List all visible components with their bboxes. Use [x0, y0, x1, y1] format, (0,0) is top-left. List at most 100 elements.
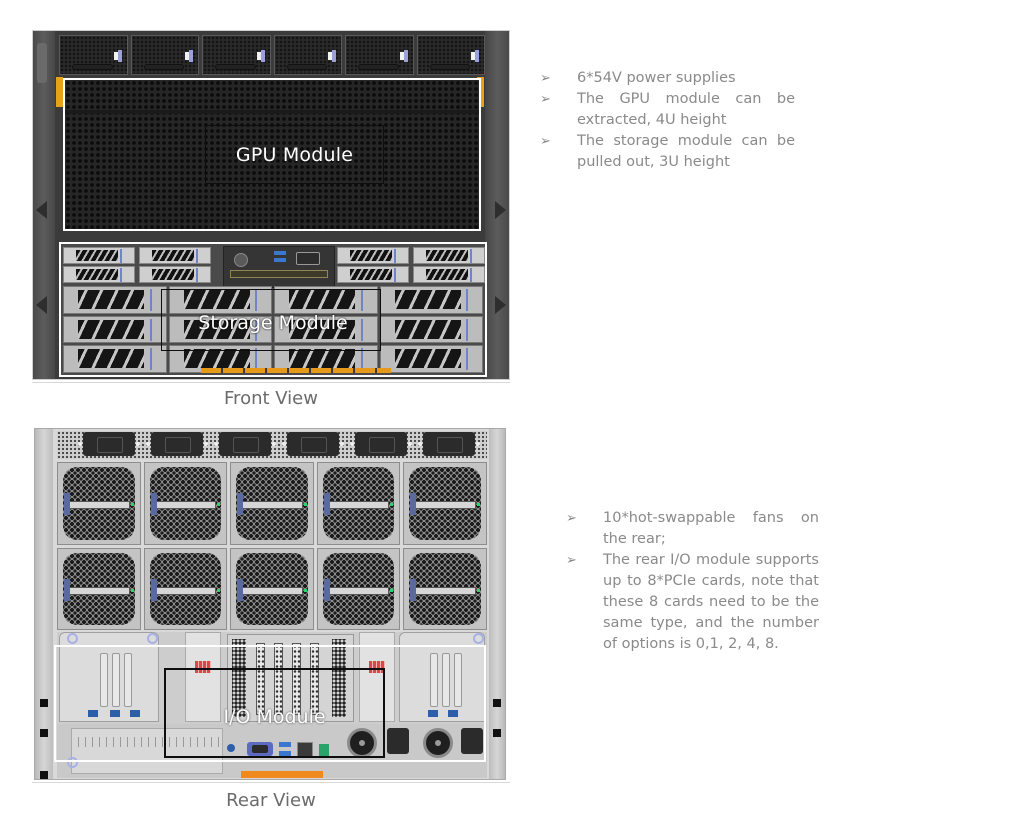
fan-led-icon	[303, 503, 307, 506]
ac-inlet-row	[57, 431, 487, 459]
thumbscrew-icon	[147, 633, 158, 644]
small-drive-bays	[63, 246, 485, 288]
caution-strip	[201, 368, 391, 373]
riser-cage-right	[399, 632, 485, 722]
uid-button-icon	[227, 744, 235, 752]
ac-inlet-icon	[214, 432, 271, 456]
vga-port-icon	[247, 742, 273, 756]
power-supply	[202, 35, 271, 75]
ac-inlet-icon	[418, 432, 475, 456]
caution-strip	[241, 771, 323, 778]
pcie-card	[256, 643, 265, 715]
usb-port-icon	[274, 258, 286, 262]
fan-module	[230, 462, 314, 545]
gpu-module-label: GPU Module	[235, 143, 354, 166]
front-view-image: GPU Module	[32, 30, 510, 380]
fan-module	[143, 462, 228, 545]
io-module-label: I/O Module	[223, 706, 326, 728]
power-button-icon	[234, 253, 248, 267]
vga-port-icon	[296, 252, 320, 265]
arrow-bullet-icon: ➢	[540, 134, 551, 149]
pcie-slot-bay	[227, 634, 354, 722]
right-rack-ear	[489, 429, 505, 779]
storage-module	[59, 242, 487, 377]
pcie-card	[292, 643, 301, 715]
ac-inlet-icon	[78, 432, 135, 456]
thumbscrew-icon	[473, 633, 484, 644]
ocp-card	[71, 728, 223, 774]
warning-label	[359, 632, 395, 722]
arrow-bullet-icon: ➢	[566, 553, 577, 568]
thumbscrew-icon	[67, 757, 78, 768]
list-item: ➢10*hot-swappable fans on the rear;	[566, 510, 819, 547]
power-supply	[416, 35, 485, 75]
triangle-icon	[36, 201, 47, 219]
fan-module	[403, 547, 487, 630]
list-item: ➢The storage module can be pulled out, 3…	[540, 133, 795, 170]
arrow-bullet-icon: ➢	[566, 511, 577, 526]
list-item: ➢The GPU module can be extracted, 4U hei…	[540, 91, 795, 128]
riser-cage-left	[59, 632, 159, 722]
fan-module	[143, 547, 228, 630]
divider	[32, 782, 510, 783]
power-supply	[130, 35, 199, 75]
pcie-card	[310, 643, 319, 715]
arrow-bullet-icon: ➢	[540, 71, 551, 86]
power-supply-row	[59, 35, 485, 75]
rear-view-image	[34, 428, 506, 780]
gpu-module: GPU Module	[63, 78, 481, 231]
fan-led-icon	[303, 588, 307, 592]
fan-module	[57, 462, 141, 545]
gpu-module-callout: GPU Module	[205, 125, 384, 184]
front-view-caption: Front View	[224, 388, 318, 409]
storage-module-callout	[161, 289, 381, 351]
fan-module	[403, 462, 487, 545]
fan-module	[316, 547, 401, 630]
list-item: ➢The rear I/O module supports up to 8*PC…	[566, 552, 819, 652]
fan-led-icon	[130, 588, 134, 592]
usb-port-icon	[279, 751, 291, 756]
fan-led-icon	[476, 503, 480, 506]
fan-led-icon	[130, 503, 134, 506]
fan-led-icon	[390, 503, 394, 506]
fan-led-icon	[217, 588, 221, 592]
rack-handle-icon	[37, 43, 47, 83]
io-module-callout	[164, 668, 385, 758]
thumbscrew-icon	[67, 633, 78, 644]
ac-inlet-icon	[350, 432, 407, 456]
power-supply	[345, 35, 414, 75]
fan-grid	[57, 462, 487, 630]
serial-port-icon	[319, 744, 329, 756]
left-rack-ear	[33, 31, 55, 379]
psu-fan-icon	[423, 728, 453, 758]
fan-module	[57, 547, 141, 630]
divider	[32, 382, 510, 383]
ac-inlet-icon	[146, 432, 203, 456]
power-supply	[273, 35, 342, 75]
fan-module	[230, 547, 314, 630]
io-module-outline	[54, 645, 486, 762]
rear-feature-list: ➢10*hot-swappable fans on the rear; ➢The…	[566, 508, 819, 655]
usb-port-icon	[274, 251, 286, 255]
front-feature-list: ➢6*54V power supplies ➢The GPU module ca…	[540, 68, 795, 173]
ac-inlet-icon	[282, 432, 339, 456]
fan-led-icon	[476, 588, 480, 592]
rear-view-caption: Rear View	[226, 790, 316, 811]
power-socket-icon	[461, 728, 483, 754]
triangle-icon	[495, 296, 506, 314]
fan-module	[316, 462, 401, 545]
fan-led-icon	[390, 588, 394, 592]
arrow-bullet-icon: ➢	[540, 92, 551, 107]
power-supply	[59, 35, 128, 75]
release-tab-left	[56, 77, 63, 107]
pcie-card	[274, 643, 283, 715]
triangle-icon	[36, 296, 47, 314]
usb-port-icon	[279, 742, 291, 747]
fan-led-icon	[217, 503, 221, 506]
list-item: ➢6*54V power supplies	[540, 68, 795, 89]
warning-label	[185, 632, 221, 722]
rear-io-area	[57, 632, 487, 778]
right-rack-ear	[485, 31, 509, 379]
triangle-icon	[495, 201, 506, 219]
power-socket-icon	[387, 728, 409, 754]
